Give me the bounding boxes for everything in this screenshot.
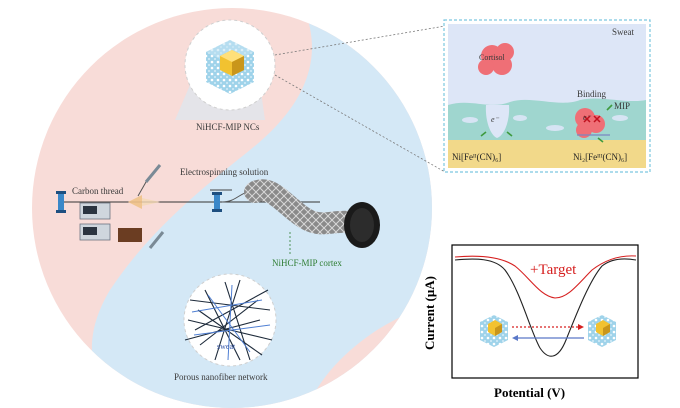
cortex-label: NiHCF-MIP cortex [272,258,342,268]
electrospinning-apparatus [56,164,320,249]
nc-right-icon [588,315,616,347]
cortisol-label: Cortisol [479,53,505,62]
electrode-layer [448,135,646,168]
network-magnifier [183,273,277,367]
baseline-curve [454,258,637,357]
syringe-icon [137,164,165,249]
electron-arrows [480,104,613,143]
nc-label: NiHCF-MIP NCs [196,122,260,132]
right-reel-icon [212,192,222,212]
binding-label: Binding [577,89,607,99]
cv-plot [451,244,639,379]
mip-label: MIP [614,101,631,111]
inset-leader [274,25,446,173]
nc-left-icon [480,315,508,347]
target-curve [454,255,637,299]
nc-magnifier [175,19,276,120]
bound-cortisol-icon [575,108,605,138]
electrospinning-label: Electrospinning solution [180,167,269,177]
cortisol-molecule-icon [478,43,514,75]
collector-plate [118,228,142,242]
plot-ylabel: Current (μA) [422,276,437,350]
fiber-cortex [244,179,380,255]
sensing-inset [443,19,651,173]
left-formula-label: Ni[Feᴵᴵ(CN)₆] [452,152,502,162]
plot-frame [451,244,639,379]
electron-right-label: e⁻ [583,113,591,122]
target-annotation: +Target [530,262,577,278]
spray-cone [128,195,142,209]
network-label: Porous nanofiber network [174,372,268,382]
nanocube-icon [206,40,254,94]
left-reel-icon [56,191,66,213]
power-supply-icon [79,202,111,241]
electron-left-label: e⁻ [491,115,499,124]
right-formula-label: Ni₂[Feᴵᴵᴵ(CN)₆] [573,152,628,162]
plot-xlabel: Potential (V) [494,385,566,400]
inset-sweat-label: Sweat [612,27,634,37]
carbon-thread-label: Carbon thread [72,186,124,196]
sweat-small-label: sweat [217,342,236,351]
